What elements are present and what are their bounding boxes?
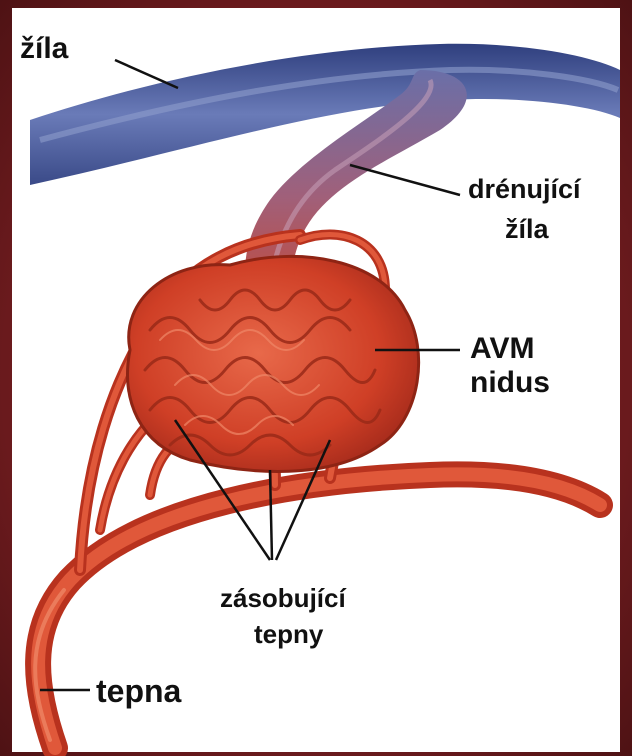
label-nidus-line1: AVM (470, 332, 534, 365)
leader-vein (115, 60, 178, 88)
label-vein: žíla (20, 32, 69, 65)
label-feeding-line2: tepny (254, 619, 324, 649)
label-draining-vein-line2: žíla (505, 214, 550, 244)
label-artery: tepna (96, 673, 182, 709)
label-draining-vein-line1: drénující (468, 174, 582, 204)
leader-draining-vein (350, 165, 460, 195)
avm-nidus (128, 256, 419, 471)
label-nidus-line2: nidus (470, 366, 550, 399)
label-feeding-line1: zásobující (220, 583, 346, 613)
